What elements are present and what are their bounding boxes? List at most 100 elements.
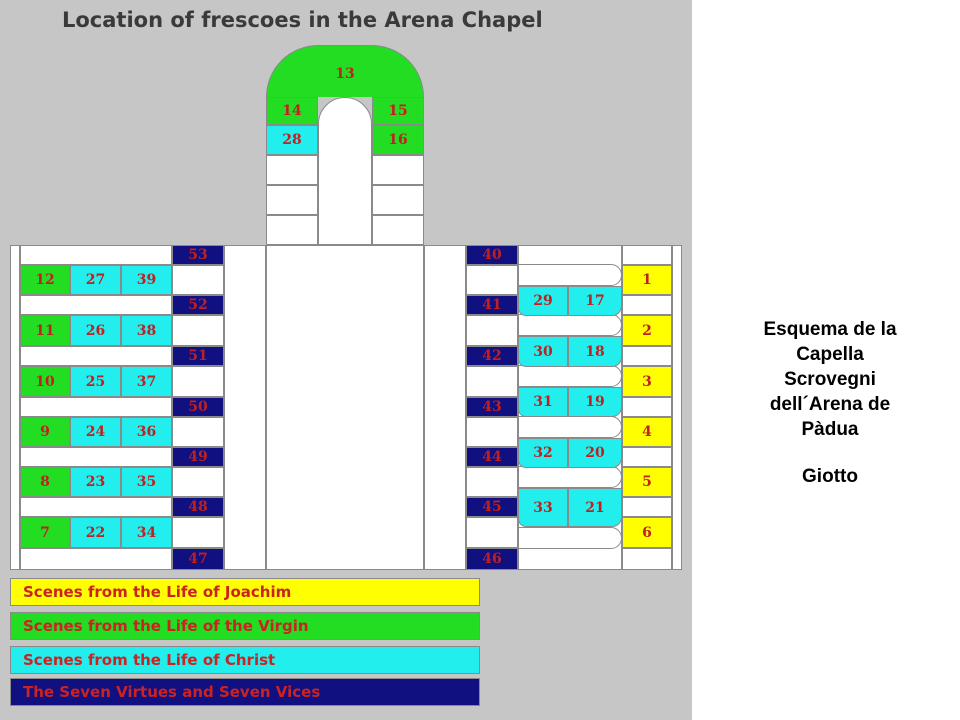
fresco-20: 20 xyxy=(568,438,622,468)
fresco-29: 29 xyxy=(518,286,568,316)
fresco-location-diagram: Location of frescoes in the Arena Chapel… xyxy=(0,0,692,720)
left-band-blank xyxy=(20,548,172,570)
right-window xyxy=(518,365,622,387)
left-virtue-gap xyxy=(172,517,224,548)
fresco-42: 42 xyxy=(466,346,518,366)
left-virtue-gap xyxy=(172,366,224,397)
fresco-13: 13 xyxy=(266,45,424,97)
fresco-45: 45 xyxy=(466,497,518,517)
fresco-28: 28 xyxy=(266,125,318,155)
right-vice-gap xyxy=(466,517,518,548)
fresco-47: 47 xyxy=(172,548,224,570)
nave-center xyxy=(266,245,424,570)
right-window xyxy=(518,466,622,488)
left-band-blank xyxy=(20,497,172,517)
fresco-44: 44 xyxy=(466,447,518,467)
fresco-52: 52 xyxy=(172,295,224,315)
fresco-17: 17 xyxy=(568,286,622,316)
diagram-title: Location of frescoes in the Arena Chapel xyxy=(62,8,543,32)
right-window xyxy=(518,314,622,336)
fresco-36: 36 xyxy=(121,417,172,447)
fresco-21: 21 xyxy=(568,488,622,527)
caption-line: Esquema de la xyxy=(763,319,897,340)
right-window xyxy=(518,416,622,438)
fresco-11: 11 xyxy=(20,315,70,346)
apse-blank xyxy=(372,215,424,245)
fresco-26: 26 xyxy=(70,315,121,346)
caption: Esquema de la Capella Scrovegni dell´Are… xyxy=(735,317,925,489)
fresco-32: 32 xyxy=(518,438,568,468)
fresco-4: 4 xyxy=(622,417,672,447)
caption-line: Pàdua xyxy=(801,419,859,440)
apse-window xyxy=(318,97,372,245)
right-joachim-gap xyxy=(622,397,672,417)
fresco-9: 9 xyxy=(20,417,70,447)
caption-line: dell´Arena de xyxy=(769,394,891,415)
fresco-22: 22 xyxy=(70,517,121,548)
left-outer-strip xyxy=(10,245,20,570)
fresco-48: 48 xyxy=(172,497,224,517)
apse-blank xyxy=(266,155,318,185)
left-virtue-gap xyxy=(172,417,224,447)
apse-blank xyxy=(266,215,318,245)
fresco-8: 8 xyxy=(20,467,70,497)
fresco-35: 35 xyxy=(121,467,172,497)
fresco-5: 5 xyxy=(622,467,672,497)
fresco-30: 30 xyxy=(518,336,568,367)
fresco-7: 7 xyxy=(20,517,70,548)
fresco-3: 3 xyxy=(622,366,672,397)
fresco-53: 53 xyxy=(172,245,224,265)
fresco-38: 38 xyxy=(121,315,172,346)
fresco-40: 40 xyxy=(466,245,518,265)
fresco-16: 16 xyxy=(372,125,424,155)
caption-spacer xyxy=(735,442,925,464)
fresco-14: 14 xyxy=(266,97,318,125)
right-vice-gap xyxy=(466,265,518,295)
right-window xyxy=(518,264,622,286)
fresco-49: 49 xyxy=(172,447,224,467)
legend-virgin: Scenes from the Life of the Virgin xyxy=(10,612,480,640)
fresco-27: 27 xyxy=(70,265,121,295)
left-band-blank xyxy=(20,397,172,417)
fresco-15: 15 xyxy=(372,97,424,125)
fresco-19: 19 xyxy=(568,387,622,417)
fresco-34: 34 xyxy=(121,517,172,548)
fresco-6: 6 xyxy=(622,517,672,548)
fresco-10: 10 xyxy=(20,366,70,397)
fresco-50: 50 xyxy=(172,397,224,417)
right-window xyxy=(518,527,622,549)
right-vice-gap xyxy=(466,467,518,497)
right-vice-gap xyxy=(466,366,518,397)
apse-blank xyxy=(372,155,424,185)
left-virtue-gap xyxy=(172,315,224,346)
fresco-31: 31 xyxy=(518,387,568,417)
left-band-blank xyxy=(20,447,172,467)
nave-left-pillar xyxy=(224,245,266,570)
left-band-blank xyxy=(20,245,172,265)
fresco-2: 2 xyxy=(622,315,672,346)
right-joachim-gap xyxy=(622,346,672,366)
fresco-18: 18 xyxy=(568,336,622,367)
fresco-25: 25 xyxy=(70,366,121,397)
right-joachim-gap xyxy=(622,447,672,467)
fresco-43: 43 xyxy=(466,397,518,417)
fresco-51: 51 xyxy=(172,346,224,366)
left-band-blank xyxy=(20,346,172,366)
fresco-23: 23 xyxy=(70,467,121,497)
fresco-41: 41 xyxy=(466,295,518,315)
fresco-24: 24 xyxy=(70,417,121,447)
caption-author: Giotto xyxy=(802,466,858,487)
apse-blank xyxy=(266,185,318,215)
fresco-37: 37 xyxy=(121,366,172,397)
fresco-46: 46 xyxy=(466,548,518,570)
legend-christ: Scenes from the Life of Christ xyxy=(10,646,480,674)
right-joachim-gap xyxy=(622,245,672,265)
fresco-39: 39 xyxy=(121,265,172,295)
apse-blank xyxy=(372,185,424,215)
right-vice-gap xyxy=(466,417,518,447)
caption-line: Scrovegni xyxy=(784,369,876,390)
right-joachim-gap xyxy=(622,497,672,517)
left-virtue-gap xyxy=(172,265,224,295)
fresco-12: 12 xyxy=(20,265,70,295)
right-joachim-gap xyxy=(622,295,672,315)
